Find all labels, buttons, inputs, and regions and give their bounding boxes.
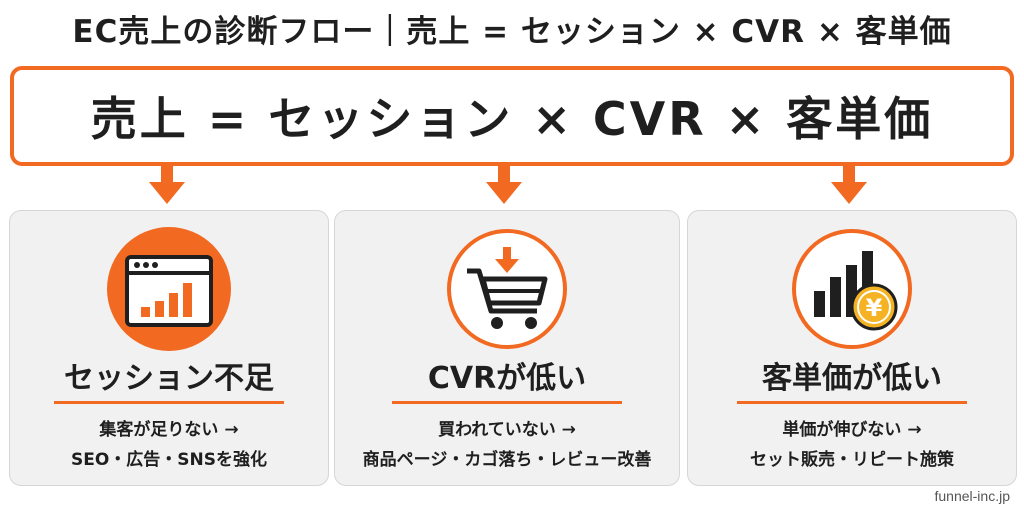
formula-box: 売上 = セッション × CVR × 客単価 bbox=[10, 66, 1014, 166]
card-title: 客単価が低い bbox=[762, 361, 942, 396]
down-arrow-icon bbox=[831, 164, 867, 204]
divider bbox=[737, 401, 967, 404]
card-problem-text: 買われていない → bbox=[438, 420, 576, 440]
down-arrow-icon bbox=[486, 164, 522, 204]
site-watermark: funnel-inc.jp bbox=[934, 488, 1011, 504]
card-problem-text: 集客が足りない → bbox=[99, 420, 239, 440]
card-cvr: CVRが低い 買われていない → 商品ページ・カゴ落ち・レビュー改善 bbox=[334, 210, 680, 486]
divider bbox=[392, 401, 622, 404]
card-solution-text: セット販売・リピート施策 bbox=[750, 450, 954, 470]
divider bbox=[54, 401, 284, 404]
formula-text: 売上 = セッション × CVR × 客単価 bbox=[90, 92, 934, 146]
card-solution-text: SEO・広告・SNSを強化 bbox=[70, 450, 268, 470]
card-session: セッション不足 集客が足りない → SEO・広告・SNSを強化 bbox=[9, 210, 329, 486]
yen-symbol: ¥ bbox=[866, 294, 883, 322]
down-arrow-icon bbox=[149, 164, 185, 204]
card-solution-text: 商品ページ・カゴ落ち・レビュー改善 bbox=[362, 450, 652, 470]
shopping-cart-icon bbox=[447, 229, 567, 349]
card-title: CVRが低い bbox=[427, 361, 587, 396]
diagram-title: EC売上の診断フロー｜売上 = セッション × CVR × 客単価 bbox=[72, 14, 952, 50]
card-aov: ¥ 客単価が低い 単価が伸びない → セット販売・リピート施策 bbox=[687, 210, 1017, 486]
bar-chart-yen-icon: ¥ bbox=[792, 229, 912, 349]
analytics-window-icon bbox=[107, 227, 231, 351]
card-problem-text: 単価が伸びない → bbox=[782, 420, 922, 440]
card-title: セッション不足 bbox=[64, 361, 274, 396]
